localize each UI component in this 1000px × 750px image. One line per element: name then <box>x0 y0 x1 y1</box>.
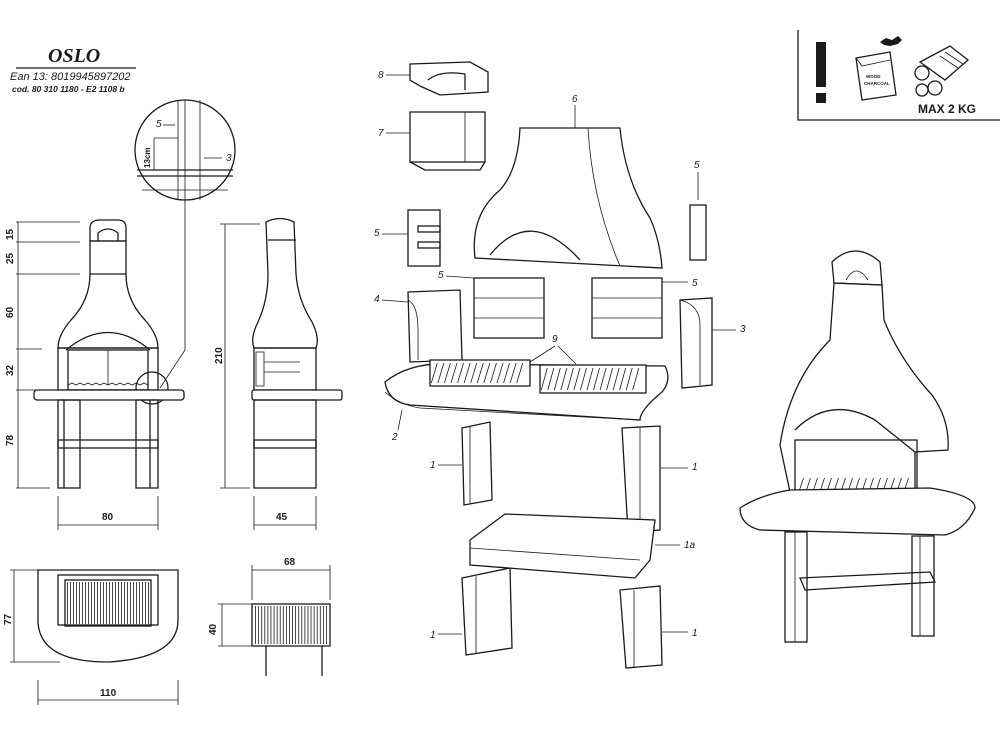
dim-depth-45: 45 <box>276 512 288 523</box>
svg-text:CHARCOAL: CHARCOAL <box>864 81 890 86</box>
grill-bar <box>470 362 478 384</box>
grill-bar <box>450 362 458 384</box>
grill-bar <box>834 477 839 491</box>
grill-bar <box>547 367 555 391</box>
svg-text:7: 7 <box>378 128 384 139</box>
wood-logs-icon <box>914 45 970 97</box>
detail-part-5: 5 <box>156 119 162 130</box>
charcoal-bag-icon: WOOD CHARCOAL <box>855 36 902 101</box>
grill-bar <box>820 477 825 491</box>
product-code: cod. 80 310 1180 - E2 1108 b <box>12 84 125 94</box>
side-view: 210 45 <box>214 217 343 530</box>
grill-bar <box>516 362 524 384</box>
grill-bar <box>632 367 640 391</box>
detail-magnifier: 13cm 5 3 <box>134 99 236 405</box>
svg-text:1: 1 <box>692 628 698 639</box>
svg-text:6: 6 <box>572 94 578 105</box>
svg-text:5: 5 <box>692 278 698 289</box>
model-title: OSLO <box>48 45 100 67</box>
svg-text:1a: 1a <box>684 540 696 551</box>
detail-gap-label: 13cm <box>143 148 152 168</box>
detail-part-3: 3 <box>226 153 232 164</box>
grill-bar <box>855 477 860 491</box>
front-view <box>33 219 185 489</box>
grill-bar <box>496 362 504 384</box>
ean-code: Ean 13: 8019945897202 <box>10 71 131 83</box>
grill-bar <box>827 477 832 491</box>
grill-bar <box>490 362 497 384</box>
dim-width-110: 110 <box>100 688 117 699</box>
dim-60: 60 <box>5 306 16 318</box>
svg-text:4: 4 <box>374 294 380 305</box>
svg-text:1: 1 <box>430 630 436 641</box>
top-view: 77 110 <box>3 569 179 705</box>
assembled-view <box>739 250 976 643</box>
grill-bar <box>869 477 874 491</box>
grill-bar <box>463 362 471 384</box>
max-load-label: MAX 2 KG <box>918 102 976 116</box>
grill-bar <box>883 477 888 491</box>
dim-height-210: 210 <box>214 347 225 364</box>
svg-text:1: 1 <box>430 460 436 471</box>
grill-bar <box>813 477 818 491</box>
grill-bar <box>483 362 491 384</box>
dim-grill-width-68: 68 <box>284 557 296 568</box>
grill-bar <box>876 477 881 491</box>
svg-text:3: 3 <box>740 324 746 335</box>
grill-bar <box>553 367 561 391</box>
dim-32: 32 <box>5 364 16 376</box>
grill-bar <box>586 367 594 391</box>
svg-text:8: 8 <box>378 70 384 81</box>
front-dimensions: 15 25 60 32 78 80 <box>5 221 159 530</box>
dim-width-80: 80 <box>102 512 114 523</box>
grill-bar <box>862 477 867 491</box>
grill-bar <box>841 477 846 491</box>
grill-bar <box>540 367 548 391</box>
exclamation-icon <box>816 42 826 87</box>
svg-text:1: 1 <box>692 462 698 473</box>
grill-bar <box>593 367 600 391</box>
svg-text:WOOD: WOOD <box>866 74 881 79</box>
svg-text:5: 5 <box>438 270 444 281</box>
svg-text:2: 2 <box>391 432 398 443</box>
dim-depth-77: 77 <box>3 613 14 625</box>
grill-bar <box>625 367 633 391</box>
svg-text:5: 5 <box>694 160 700 171</box>
grill-bar <box>560 367 568 391</box>
grill-bar <box>457 362 464 384</box>
warning-box: WOOD CHARCOAL MAX 2 KG <box>797 30 1000 121</box>
grill-view: 68 40 <box>208 557 331 676</box>
grill-bar <box>503 362 510 384</box>
grill-bar <box>437 362 445 384</box>
grill-bar <box>848 477 853 491</box>
grill-bar <box>580 367 587 391</box>
dim-78: 78 <box>5 434 16 446</box>
grill-bar <box>606 367 613 391</box>
grill-bar <box>509 362 517 384</box>
dim-25: 25 <box>5 252 16 264</box>
grill-bar <box>573 367 581 391</box>
grill-bar <box>619 367 627 391</box>
dim-grill-depth-40: 40 <box>208 623 219 635</box>
grill-bar <box>430 362 438 384</box>
grill-bar <box>567 367 574 391</box>
grill-bar <box>799 477 804 491</box>
grill-bar <box>476 362 484 384</box>
dim-15: 15 <box>5 228 16 240</box>
grill-bar <box>612 367 620 391</box>
grill-bar <box>806 477 811 491</box>
grill-bar <box>599 367 607 391</box>
svg-text:9: 9 <box>552 334 558 345</box>
grill-bar <box>444 362 451 384</box>
exploded-view: 8 7 6 5 5 5 5 4 <box>374 61 746 669</box>
svg-text:5: 5 <box>374 228 380 239</box>
